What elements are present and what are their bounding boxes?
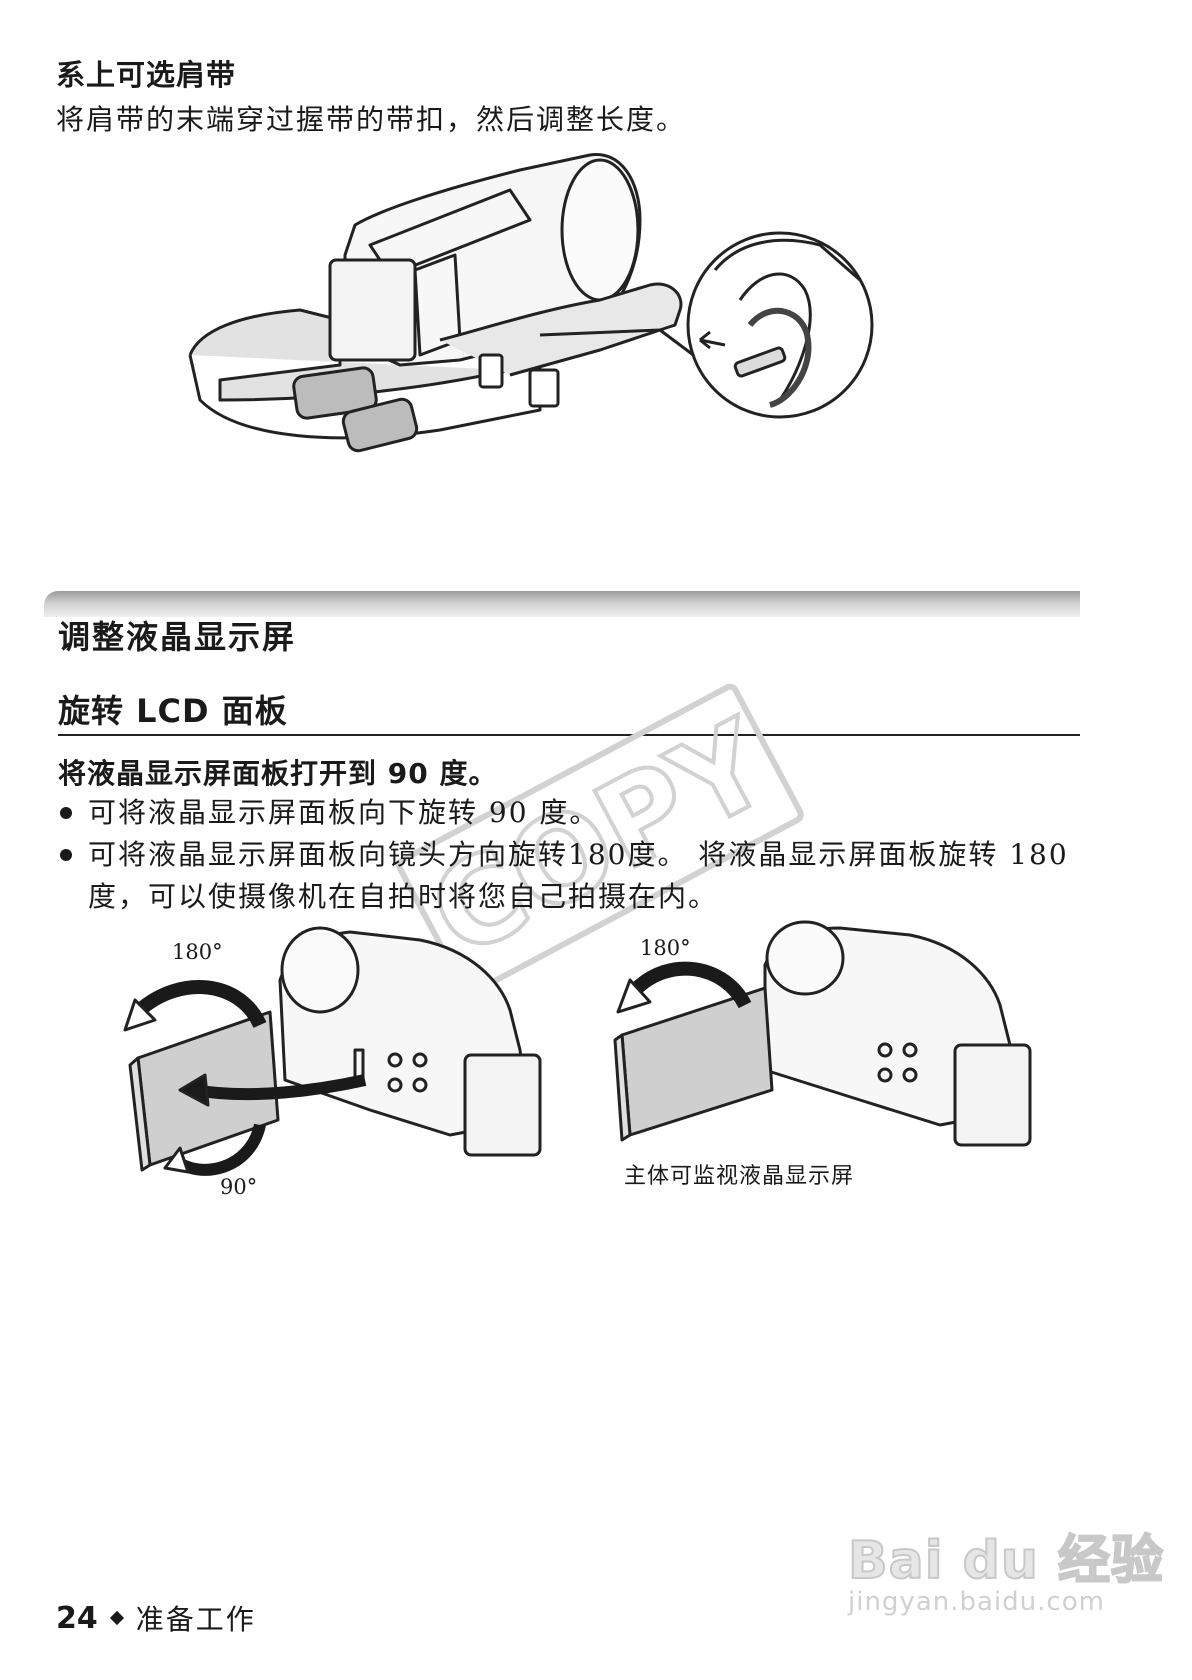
lcd-rotation-illustration xyxy=(123,926,542,1176)
rotation-label-180-right: 180° xyxy=(640,936,691,960)
baidu-watermark: Bai du 经验 jingyan.baidu.com xyxy=(847,1518,1164,1617)
subsection-title: 旋转 LCD 面板 xyxy=(58,692,288,730)
diamond-icon xyxy=(109,1610,124,1626)
copy-watermark-stamp: COPY xyxy=(396,683,804,997)
list-item: 可将液晶显示屏面板向镜头方向旋转180度。 将液晶显示屏面板旋转 180 度，可… xyxy=(58,834,1088,918)
bullet-text: 可将液晶显示屏面板向下旋转 90 度。 xyxy=(88,796,600,829)
baidu-watermark-url: jingyan.baidu.com xyxy=(848,1587,1105,1617)
page-footer: 24 准备工作 xyxy=(56,1598,256,1638)
bullet-text: 可将液晶显示屏面板向镜头方向旋转180度。 将液晶显示屏面板旋转 180 度，可… xyxy=(88,838,1069,913)
selfie-caption: 主体可监视液晶显示屏 xyxy=(624,1164,855,1189)
baidu-watermark-logo: Bai du 经验 xyxy=(847,1530,1164,1592)
lcd-bullet-list: 可将液晶显示屏面板向下旋转 90 度。 可将液晶显示屏面板向镜头方向旋转180度… xyxy=(58,792,1088,918)
rotation-label-180-left: 180° xyxy=(172,940,223,964)
rotation-label-90: 90° xyxy=(220,1175,258,1199)
lcd-selfie-illustration xyxy=(613,920,1032,1147)
bullet-dot-icon xyxy=(60,807,72,819)
subsection-rule xyxy=(58,734,1080,736)
shoulder-strap-instruction: 将肩带的末端穿过握带的带扣，然后调整长度。 xyxy=(56,103,687,136)
list-item: 可将液晶显示屏面板向下旋转 90 度。 xyxy=(58,792,1088,834)
shoulder-strap-illustration xyxy=(188,152,874,453)
section-banner xyxy=(44,591,1080,617)
shoulder-strap-heading: 系上可选肩带 xyxy=(56,58,237,92)
footer-section-name: 准备工作 xyxy=(135,1603,256,1636)
page-number: 24 xyxy=(56,1600,98,1636)
bullet-dot-icon xyxy=(60,849,72,861)
lcd-open-instruction: 将液晶显示屏面板打开到 90 度。 xyxy=(58,757,498,790)
section-title: 调整液晶显示屏 xyxy=(58,618,297,656)
